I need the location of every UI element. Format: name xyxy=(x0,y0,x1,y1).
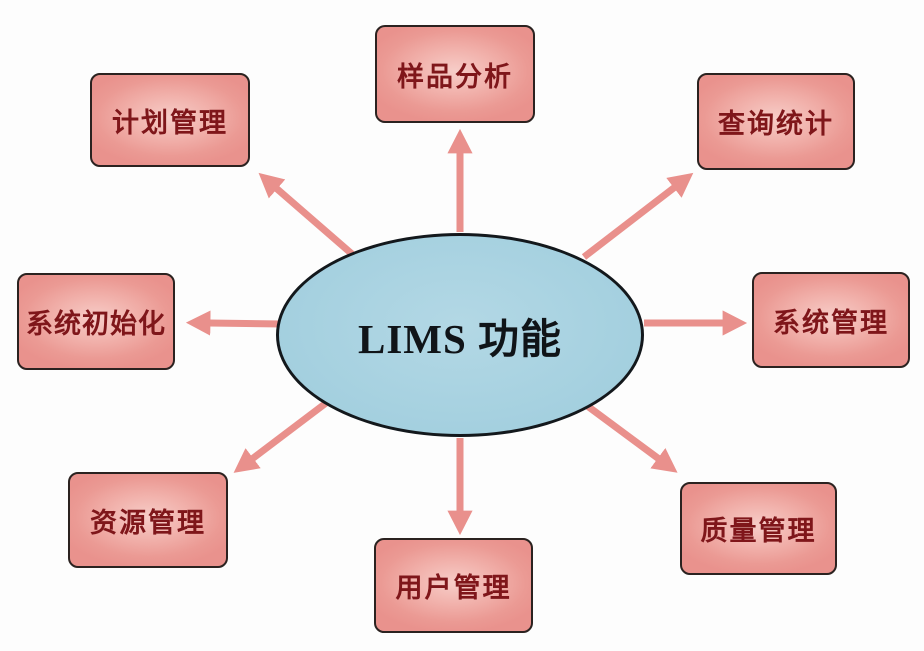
node-user-management: 用户管理 xyxy=(374,538,533,633)
node-label: 资源管理 xyxy=(90,507,206,538)
node-label: 计划管理 xyxy=(112,107,228,138)
hub-lims-functions: LIMS 功能 xyxy=(276,233,644,437)
node-quality-management: 质量管理 xyxy=(680,482,837,575)
node-label: 质量管理 xyxy=(700,516,817,546)
node-query-statistics: 查询统计 xyxy=(697,73,855,170)
hub-label: LIMS 功能 xyxy=(357,316,563,362)
node-label: 查询统计 xyxy=(718,109,834,139)
node-system-management: 系统管理 xyxy=(752,272,910,368)
node-plan-management: 计划管理 xyxy=(90,73,250,167)
arrow-to-init xyxy=(185,310,283,336)
arrow-to-plan xyxy=(258,172,355,257)
node-label: 样品分析 xyxy=(397,61,513,92)
node-resource-management: 资源管理 xyxy=(68,472,228,568)
arrow-to-resource xyxy=(233,397,333,473)
node-label: 系统初始化 xyxy=(26,309,166,339)
arrow-to-quality xyxy=(579,399,678,473)
node-system-initialization: 系统初始化 xyxy=(17,273,175,370)
node-sample-analysis: 样品分析 xyxy=(375,25,535,123)
node-label: 用户管理 xyxy=(395,573,512,603)
arrow-to-query xyxy=(581,172,694,260)
node-label: 系统管理 xyxy=(773,307,889,338)
